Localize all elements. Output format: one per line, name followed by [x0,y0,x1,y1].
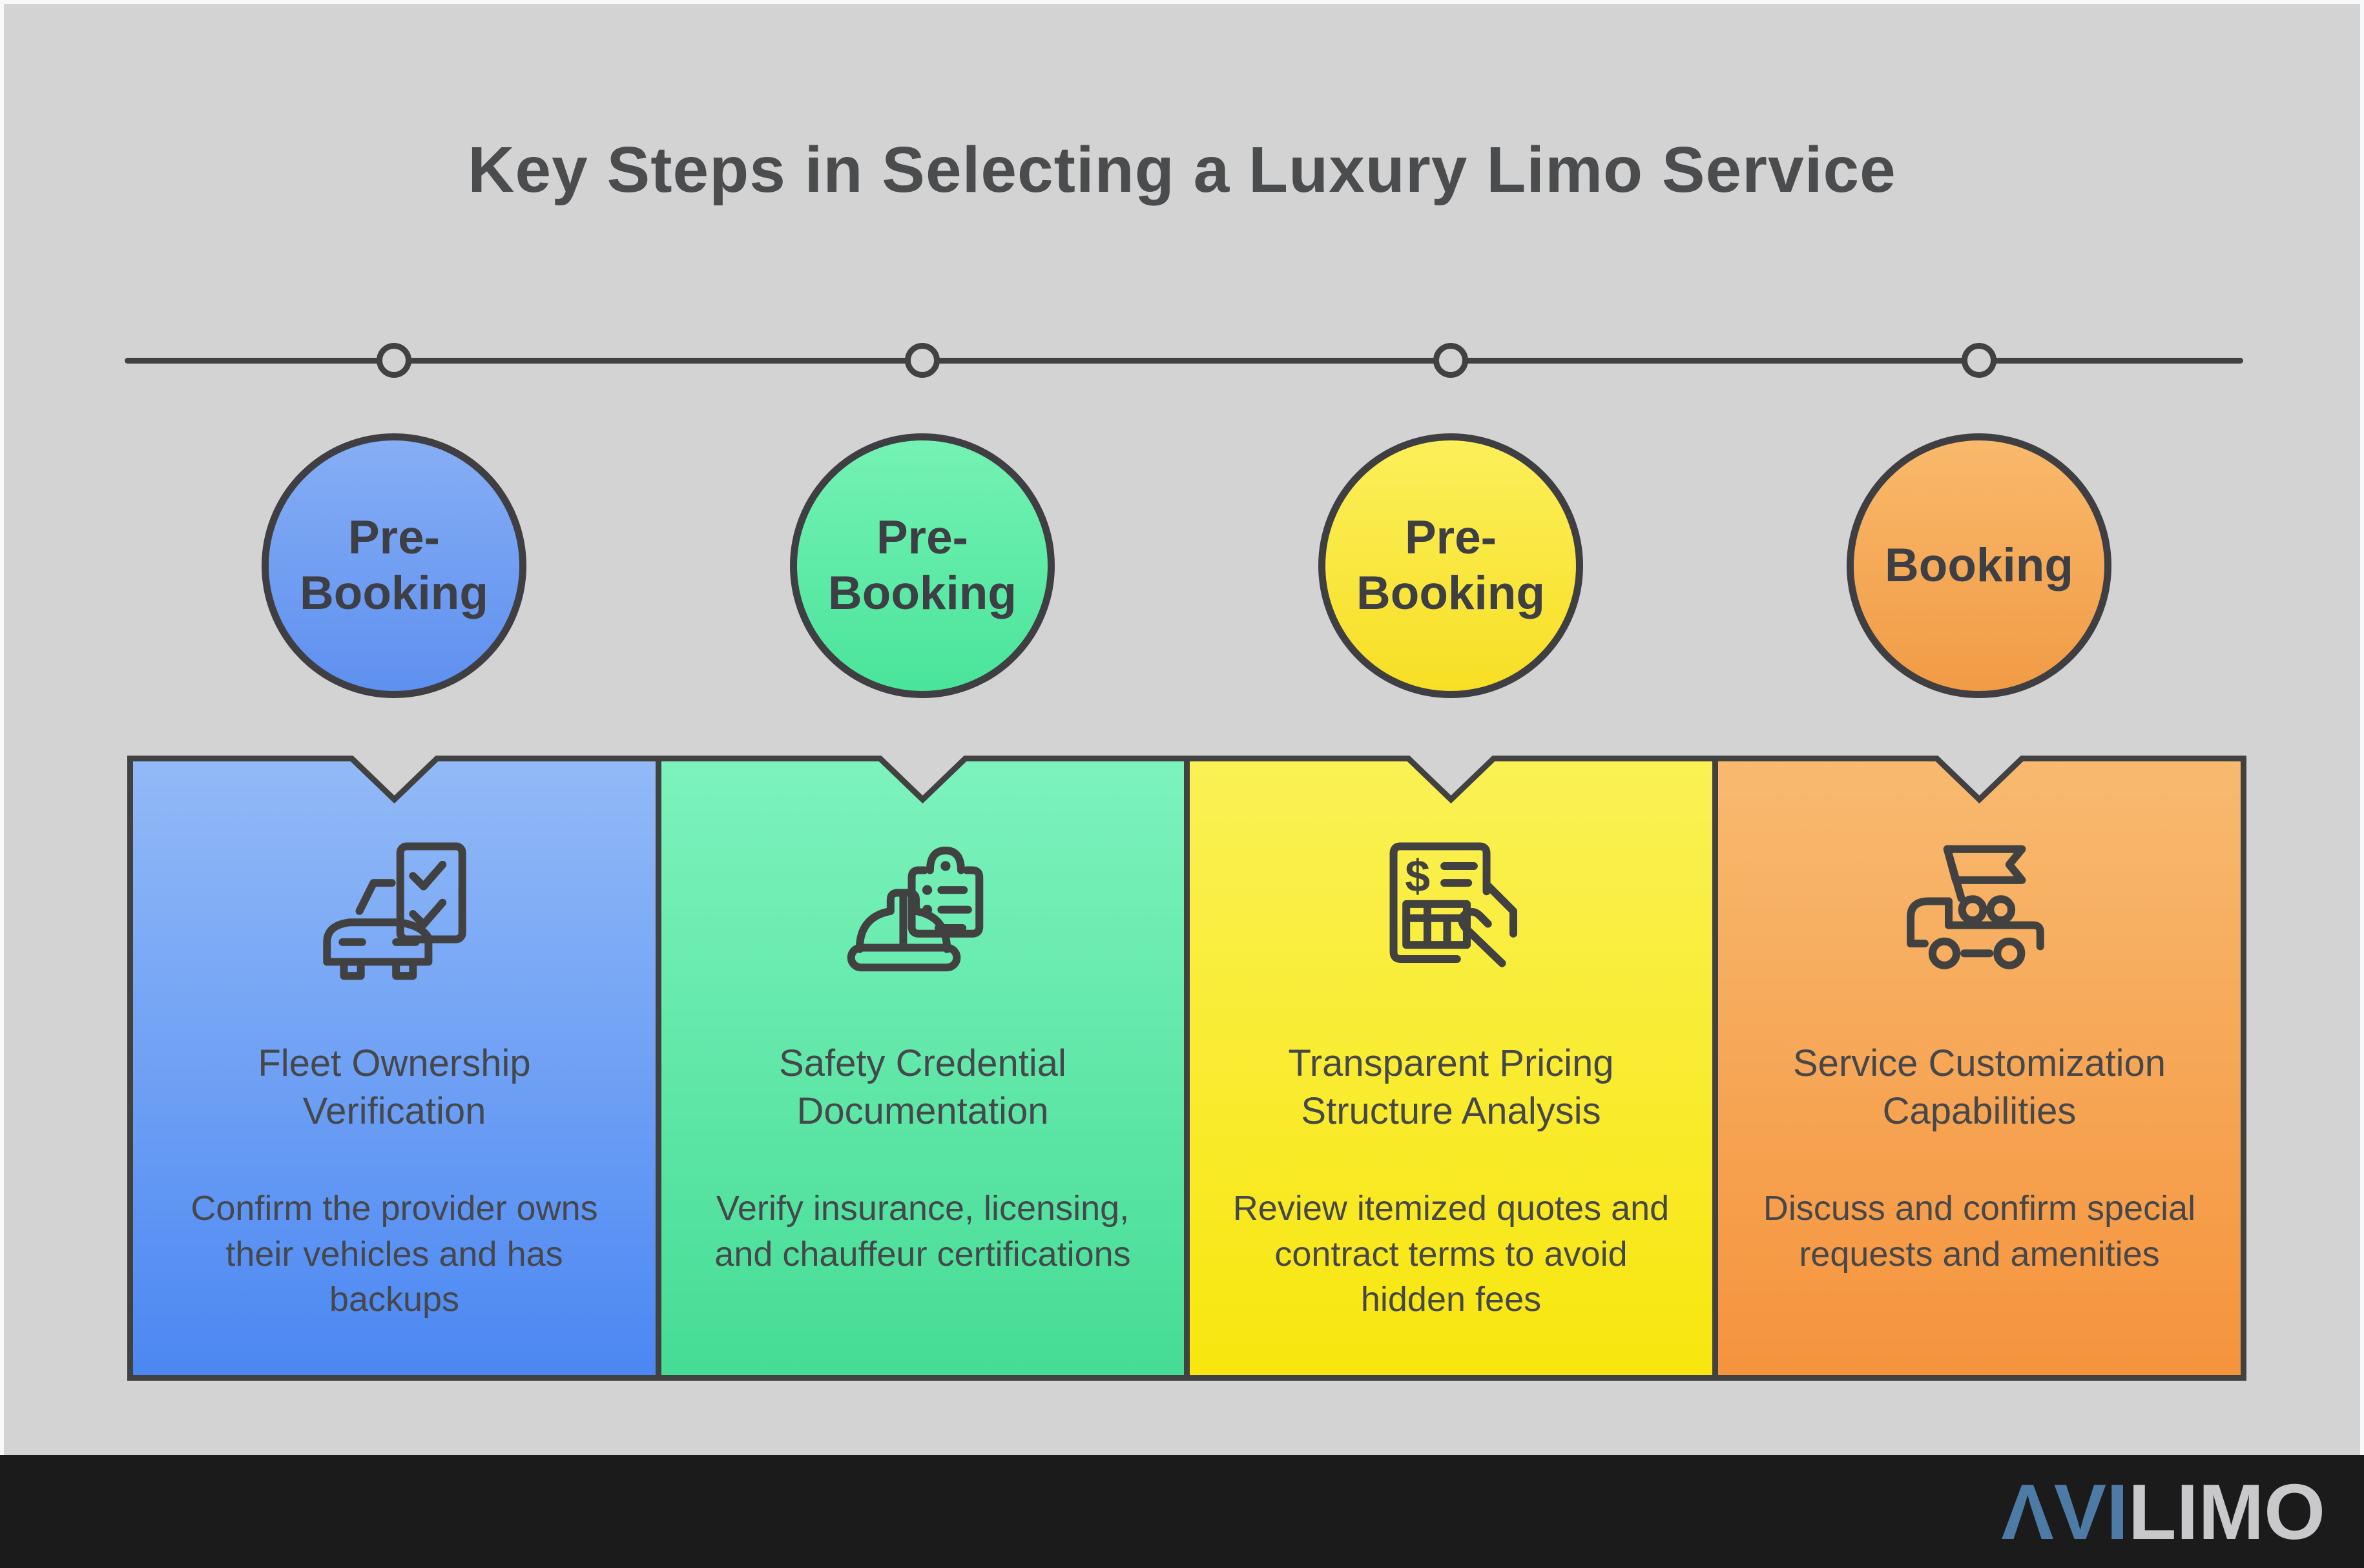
icon-box [1902,832,2057,993]
stage-label: Pre-Booking [828,511,1017,619]
timeline-node-1 [377,343,411,378]
card-content: Safety Credential Documentation Verify i… [656,756,1190,1381]
page-title: Key Steps in Selecting a Luxury Limo Ser… [468,134,1896,206]
card-description: Confirm the provider owns their vehicles… [191,1189,598,1319]
invoice-hand-icon: $ [1389,842,1517,967]
stage-circle-3: Pre-Booking [1318,433,1583,698]
timeline-node-3 [1433,343,1468,378]
card-description: Review itemized quotes and contract term… [1232,1189,1670,1319]
step-card-transparent-pricing: $ Transparent Pricing Structure Analysis [1184,756,1718,1381]
card-title: Transparent Pricing Structure Analysis [1288,1042,1614,1133]
timeline-line [125,358,2243,364]
cards-row: Fleet Ownership Verification Confirm the… [127,756,2246,1381]
card-content: Fleet Ownership Verification Confirm the… [127,756,661,1381]
card-content: Service Customization Capabilities Discu… [1712,756,2246,1381]
card-description: Discuss and confirm special requests and… [1763,1189,2196,1274]
card-title: Safety Credential Documentation [779,1042,1066,1133]
stage-circle-2: Pre-Booking [790,433,1055,698]
icon-box: $ [1374,832,1529,993]
stage-label: Pre-Booking [300,511,488,619]
step-card-fleet-ownership: Fleet Ownership Verification Confirm the… [127,756,661,1381]
card-background [1712,756,2246,1381]
icon-box [317,832,472,993]
step-card-service-customization: Service Customization Capabilities Discu… [1712,756,2246,1381]
hardhat-clipboard-icon [847,847,983,972]
card-background [656,756,1190,1381]
limo-flag-icon [1906,845,2044,969]
car-checklist-icon [322,842,466,980]
infographic-canvas: Key Steps in Selecting a Luxury Limo Ser… [4,4,2360,1455]
card-title: Service Customization Capabilities [1793,1042,2166,1133]
icon-box [845,832,1001,993]
brand-logo: ΛVILIMO [2001,1472,2325,1551]
card-background [1184,756,1718,1381]
brand-logo-suffix: LIMO [2128,1467,2325,1556]
card-border [656,756,1190,1381]
step-card-safety-credentials: Safety Credential Documentation Verify i… [656,756,1190,1381]
card-background [127,756,661,1381]
card-border [127,756,661,1381]
card-border [1712,756,2246,1381]
card-title: Fleet Ownership Verification [258,1042,531,1133]
timeline-node-4 [1962,343,1996,378]
svg-text:$: $ [1405,851,1430,901]
brand-logo-prefix: ΛVI [2001,1467,2129,1556]
stage-label: Booking [1885,539,2073,592]
timeline-node-2 [905,343,940,378]
card-border [1184,756,1718,1381]
card-description: Verify insurance, licensing, and chauffe… [714,1189,1131,1274]
stage-label: Pre-Booking [1356,511,1545,619]
footer-bar: ΛVILIMO [0,1455,2364,1568]
stage-circle-1: Pre-Booking [262,433,526,698]
card-content: $ Transparent Pricing Structure Analysis [1184,756,1718,1381]
stage-circle-4: Booking [1847,433,2111,698]
